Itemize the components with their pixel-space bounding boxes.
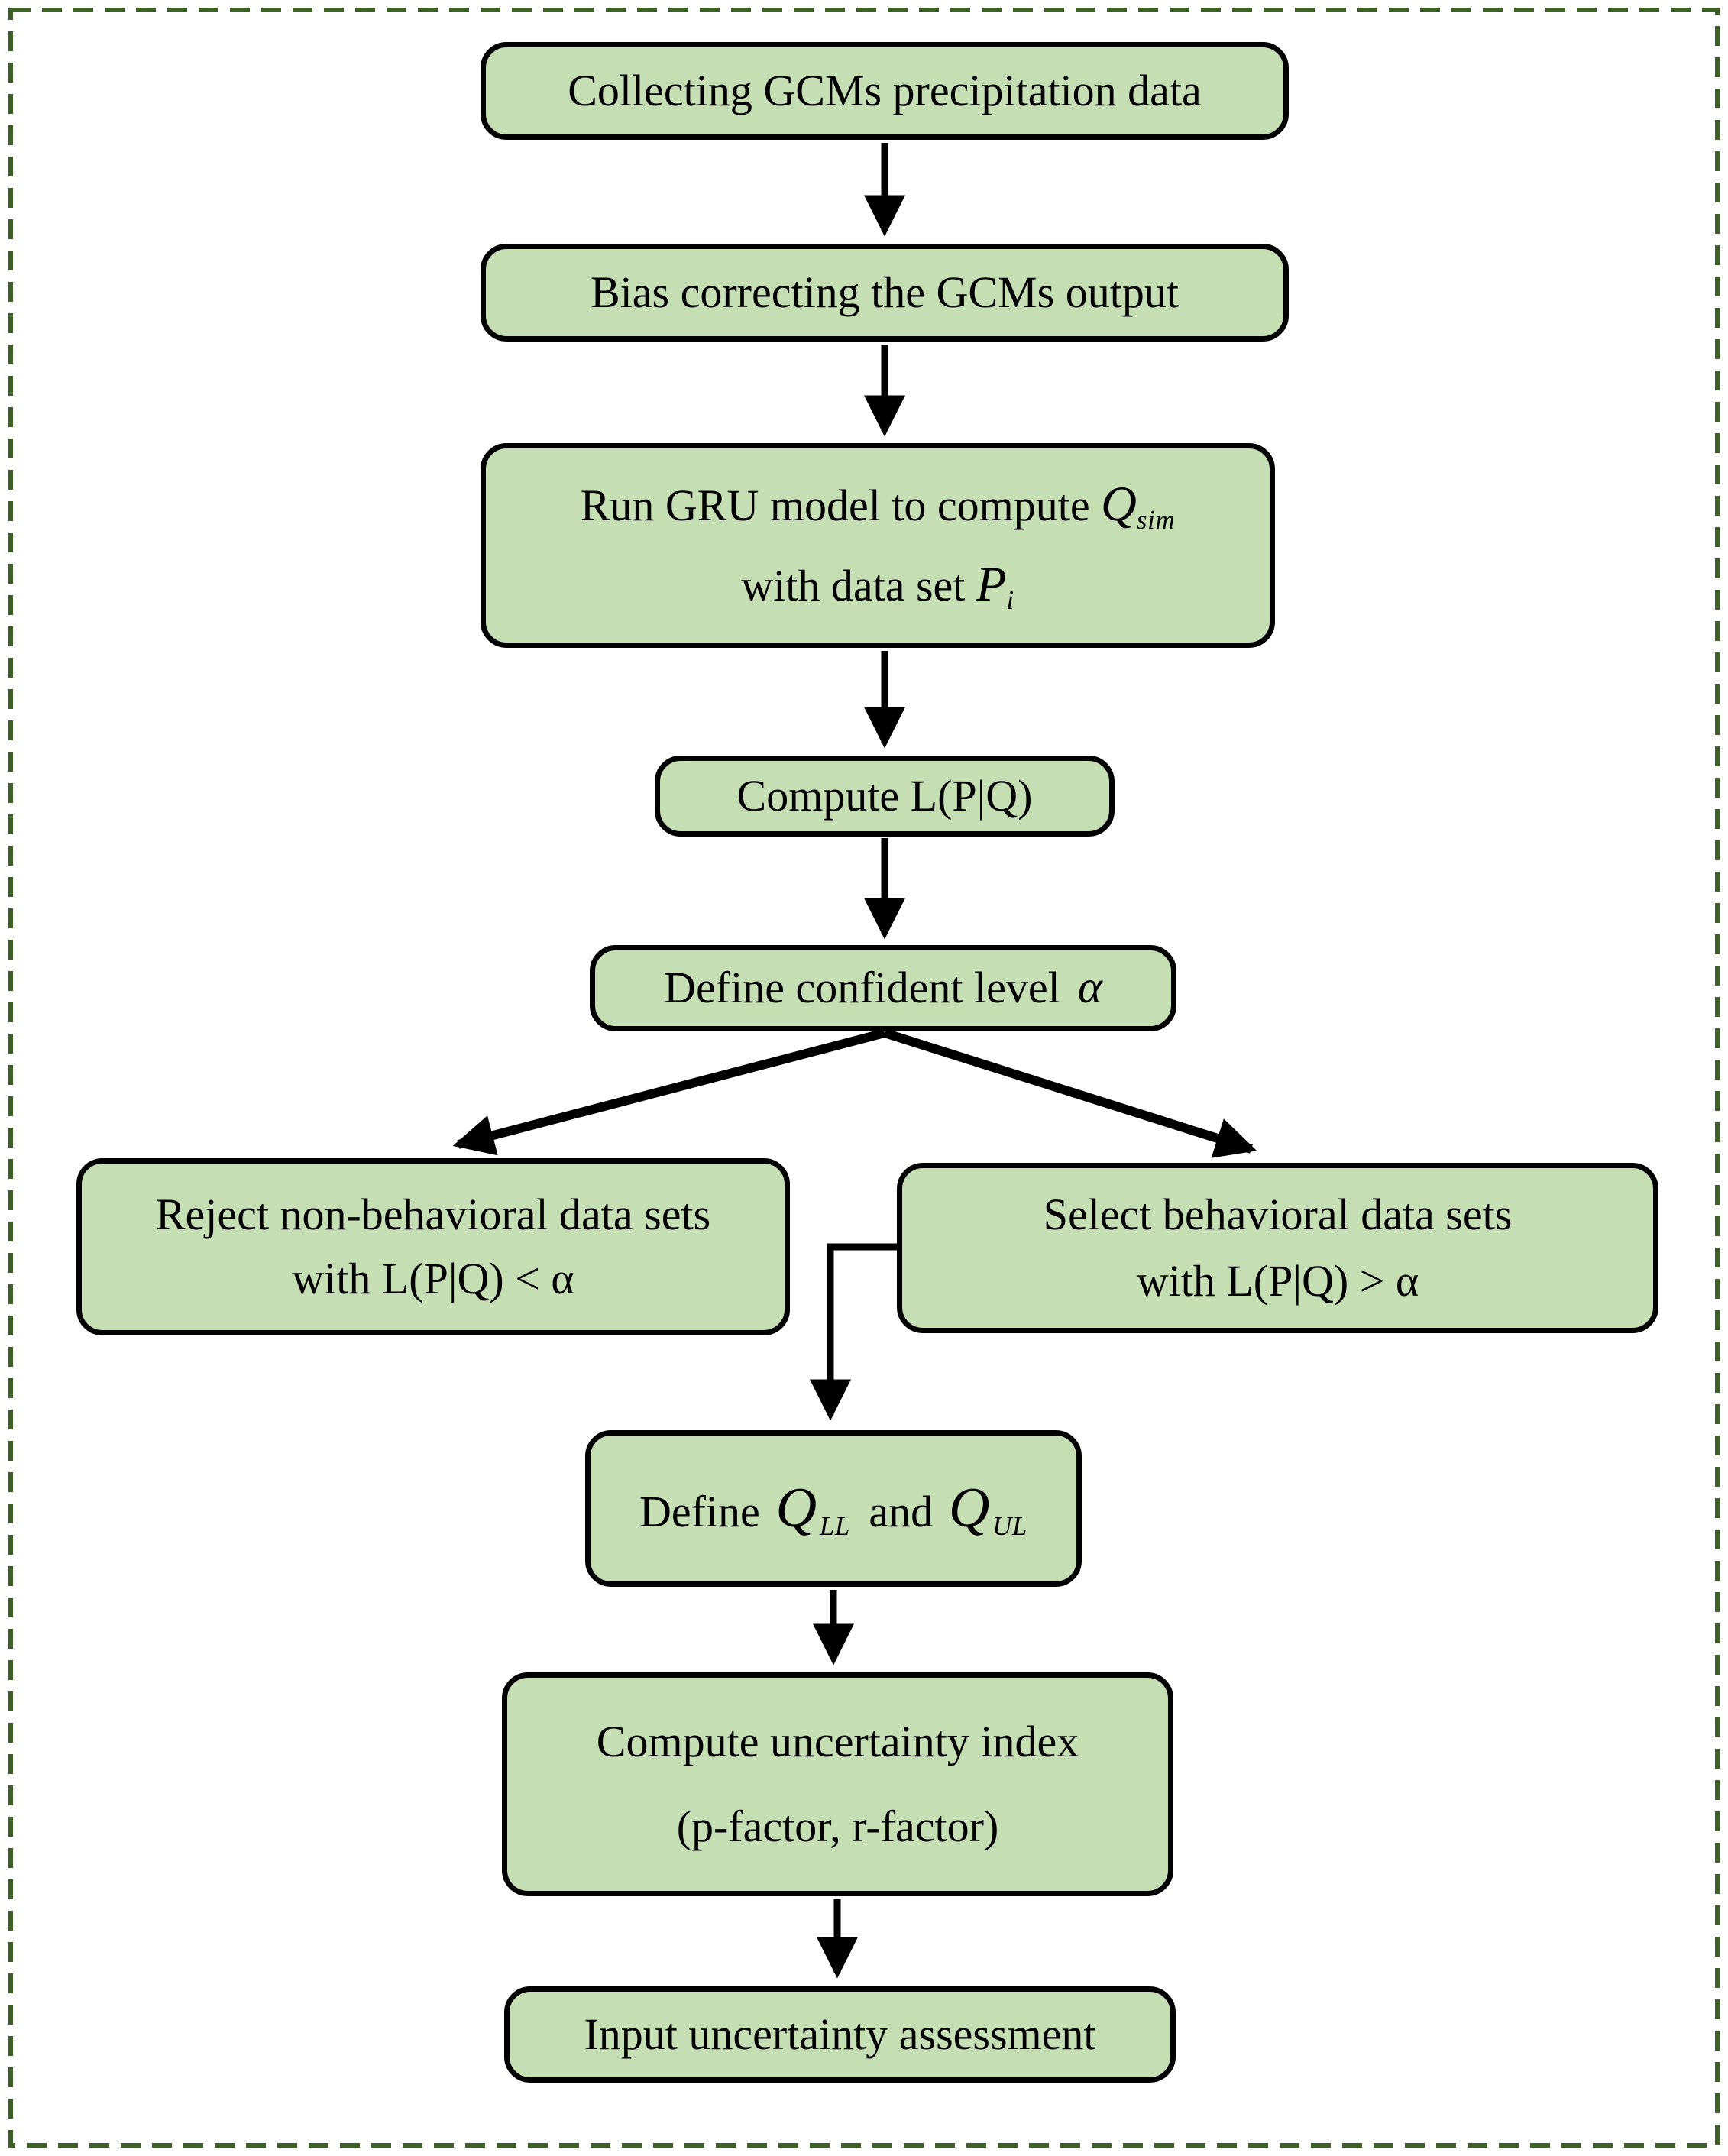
var-p-i: P	[976, 557, 1007, 613]
node-label: Collecting GCMs precipitation data	[568, 65, 1202, 115]
node-select-behavioral: Select behavioral data sets with L(P|Q) …	[897, 1163, 1658, 1333]
node-define-confident-level: Define confident level α	[590, 945, 1176, 1031]
sub-i: i	[1006, 585, 1014, 616]
node-bias-correcting: Bias correcting the GCMs output	[481, 244, 1289, 342]
var-alpha: α	[1077, 962, 1102, 1014]
node-line-1: Select behavioral data sets	[1043, 1189, 1513, 1239]
sub-ll: LL	[819, 1511, 850, 1542]
node-label: Input uncertainty assessment	[584, 2009, 1096, 2059]
confident-text: Define confident level	[664, 963, 1060, 1013]
data-set-text: with data set	[741, 561, 966, 611]
node-line-1: Reject non-behavioral data sets	[155, 1189, 711, 1239]
var-q-ul: Q	[948, 1477, 990, 1540]
node-line-2: with L(P|Q) > α	[1136, 1255, 1419, 1306]
node-label: Bias correcting the GCMs output	[590, 267, 1179, 317]
node-reject-non-behavioral: Reject non-behavioral data sets with L(P…	[76, 1158, 790, 1335]
node-line-1: Compute uncertainty index	[596, 1717, 1079, 1766]
arrow-confidence-to-reject	[452, 1028, 886, 1156]
var-q-ll: Q	[775, 1477, 817, 1540]
and-text: and	[869, 1487, 934, 1537]
sub-ul: UL	[992, 1511, 1028, 1542]
node-label: Compute L(P|Q)	[736, 770, 1033, 821]
node-compute-uncertainty-index: Compute uncertainty index (p-factor, r-f…	[502, 1672, 1173, 1896]
arrow-confidence-to-select	[883, 1028, 1257, 1158]
run-gru-text: Run GRU model to compute	[580, 480, 1090, 530]
define-text: Define	[639, 1487, 760, 1537]
node-collecting-gcms-data: Collecting GCMs precipitation data	[481, 42, 1289, 140]
node-input-uncertainty-assessment: Input uncertainty assessment	[504, 1986, 1176, 2083]
connector-select-to-limits	[810, 1243, 898, 1421]
var-q-sim: Q	[1100, 476, 1137, 532]
node-line-2: with L(P|Q) < α	[292, 1254, 574, 1303]
dashed-page-frame	[8, 8, 1720, 2148]
sub-sim: sim	[1136, 505, 1176, 536]
node-compute-likelihood: Compute L(P|Q)	[655, 756, 1115, 837]
node-line-2: (p-factor, r-factor)	[676, 1801, 999, 1851]
node-label: Define confident level α	[664, 959, 1102, 1017]
